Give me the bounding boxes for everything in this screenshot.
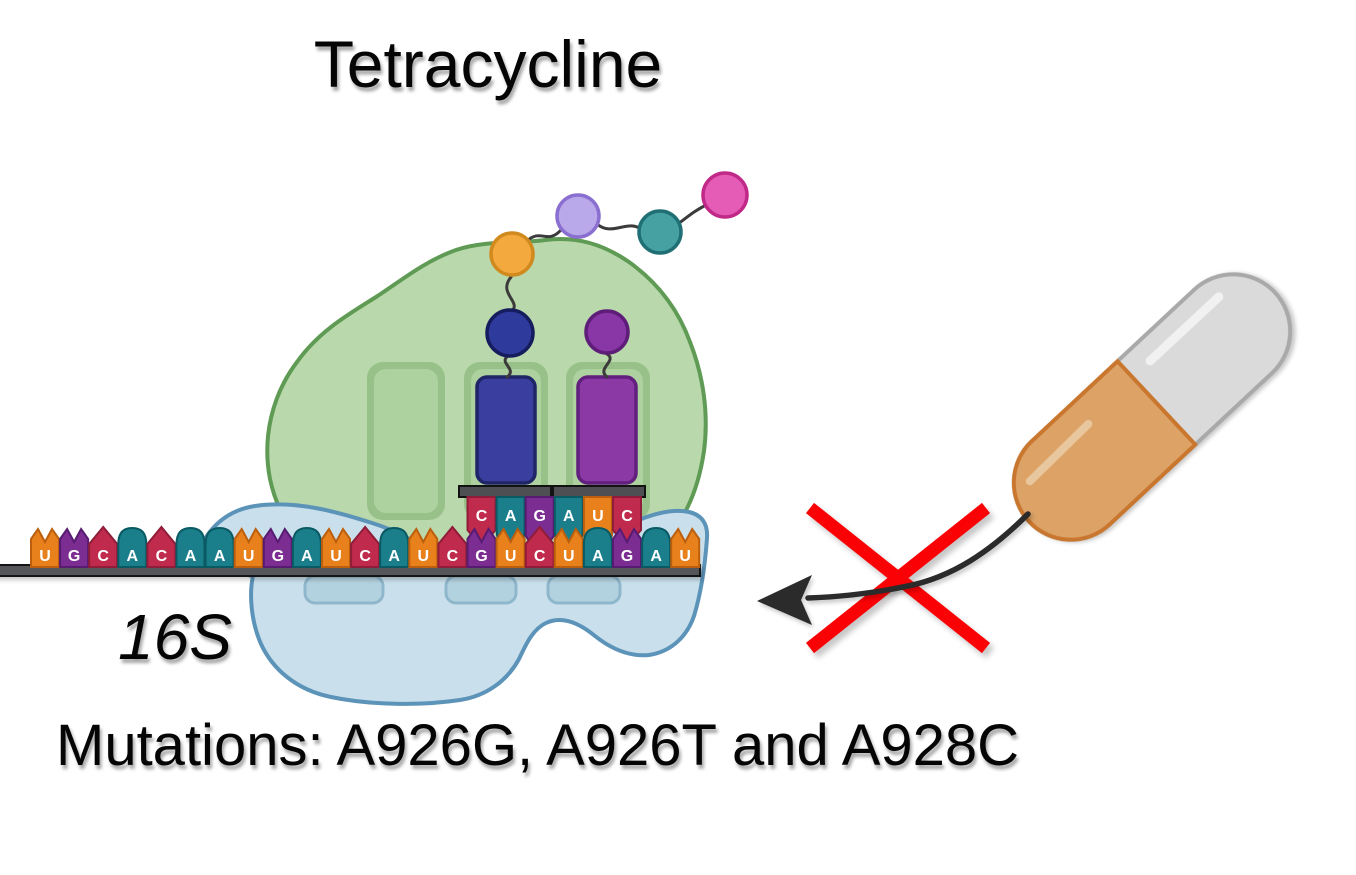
anticodon-nucleotide-letter: A: [563, 508, 575, 525]
mrna-nucleotide-tile: [582, 526, 613, 568]
mrna-nucleotide-tile: [379, 526, 410, 568]
amino-acid-lavender: [555, 193, 601, 239]
mrna-nucleotide-tile: [553, 527, 584, 568]
linker-aa3-aa4: [676, 203, 708, 226]
mrna-nucleotide-letter: A: [592, 548, 604, 565]
mrna-nucleotide-tile: [291, 526, 322, 568]
small-subunit-groove: [303, 574, 385, 605]
mrna-nucleotide-tile: [408, 527, 439, 568]
amino-acid-circles: [485, 171, 749, 358]
mrna-nucleotide-letter: G: [272, 548, 284, 565]
linker-a-trna: [602, 352, 612, 379]
mrna-nucleotide-tile: [495, 527, 526, 568]
mrna-nucleotide-letter: A: [214, 548, 226, 565]
mrna-nucleotide-letter: G: [475, 548, 487, 565]
tetracycline-capsule: [1011, 272, 1293, 542]
mrna-nucleotide-letter: U: [505, 548, 517, 565]
mrna-nucleotide-tile: [641, 526, 672, 568]
trna-a-head-circle: [584, 309, 630, 355]
amino-acid-pink: [701, 171, 749, 219]
anticodon-nucleotide-letter: U: [592, 508, 604, 525]
mrna-nucleotide-tile: [117, 526, 148, 568]
mrna-nucleotide-letter: U: [679, 548, 691, 565]
mrna-nucleotide-letter: G: [68, 548, 80, 565]
mrna-nucleotide-letter: C: [534, 548, 546, 565]
linker-aa1-aa2: [525, 228, 563, 243]
mrna-nucleotide-letter: A: [388, 548, 400, 565]
anticodon-nucleotide-letter: C: [621, 508, 633, 525]
peptide-chain: [503, 203, 708, 379]
x-stroke-2: [805, 502, 991, 654]
anticodon-nucleotide-letter: C: [476, 508, 488, 525]
small-subunit-groove: [546, 574, 622, 605]
trna-p-head-circle: [485, 308, 535, 358]
page-title: Tetracycline: [313, 27, 663, 101]
mrna-nucleotide-letter: A: [127, 548, 139, 565]
trna-p-body: [475, 375, 537, 485]
amino-acid-orange: [489, 231, 535, 277]
mrna-nucleotide-letter: U: [243, 548, 255, 565]
linker-p-trna: [503, 354, 512, 379]
trna-a-stem-bar: [552, 485, 646, 498]
arrowhead: [757, 575, 812, 625]
anticodon-nucleotide-letter: A: [505, 508, 517, 525]
trna-a-body: [576, 375, 638, 485]
red-x-icon: [805, 502, 991, 654]
mrna-nucleotide-tile: [524, 525, 555, 568]
mrna-nucleotide-letter: U: [563, 548, 575, 565]
e-site-slot: [367, 362, 445, 520]
mrna-nucleotide-letter: U: [418, 548, 430, 565]
mrna-nucleotide-letter: A: [301, 548, 313, 565]
mrna-nucleotide-tile: [321, 527, 351, 568]
rrna-16s-label: 16S: [118, 601, 232, 673]
trna-p-stem-bar: [458, 485, 552, 498]
mrna-nucleotide-tile: [146, 525, 177, 568]
mrna-nucleotide-tile: [233, 527, 264, 568]
mrna-nucleotide-tile: [466, 527, 497, 568]
mrna-nucleotide-tile: [670, 527, 701, 568]
blocked-arrow-icon: [757, 511, 1031, 625]
mrna-nucleotide-letter: G: [621, 548, 633, 565]
mrna-nucleotide-letter: A: [185, 548, 197, 565]
mrna-nucleotide-letter: U: [330, 548, 342, 565]
capsule-cap-highlight: [1145, 292, 1224, 366]
mrna-nucleotide-letter: C: [97, 548, 109, 565]
mrna-nucleotide-tile: [175, 526, 206, 568]
arrow-curve: [805, 511, 1031, 601]
capsule-body: [1011, 358, 1199, 542]
mrna-nucleotide-tile: [204, 526, 235, 568]
mrna-nucleotide-letter: C: [447, 548, 459, 565]
capsule-body-highlight: [1025, 419, 1093, 486]
mrna-nucleotide-tile: [437, 525, 468, 568]
mrna-nucleotide-letter: U: [39, 548, 51, 565]
mrna-nucleotide-tile: [612, 527, 642, 568]
mrna-nucleotide-tile: [88, 525, 119, 568]
mrna-nucleotide-tile: [59, 527, 90, 568]
mrna-nucleotide-letter: A: [650, 548, 662, 565]
linker-aa2-aa3: [595, 222, 643, 231]
mrna-nucleotide-letter: C: [359, 548, 371, 565]
anticodon-nucleotide-letter: G: [533, 508, 545, 525]
mrna-nucleotide-tile: [262, 527, 293, 568]
mrna-nucleotide-letter: C: [156, 548, 168, 565]
mutations-label: Mutations: A926G, A926T and A928C: [56, 713, 1020, 778]
mrna-nucleotide-tile: [30, 527, 60, 568]
amino-acid-teal: [637, 209, 683, 255]
mrna-nucleotide-tile: [350, 525, 381, 568]
small-subunit-groove: [444, 574, 518, 605]
